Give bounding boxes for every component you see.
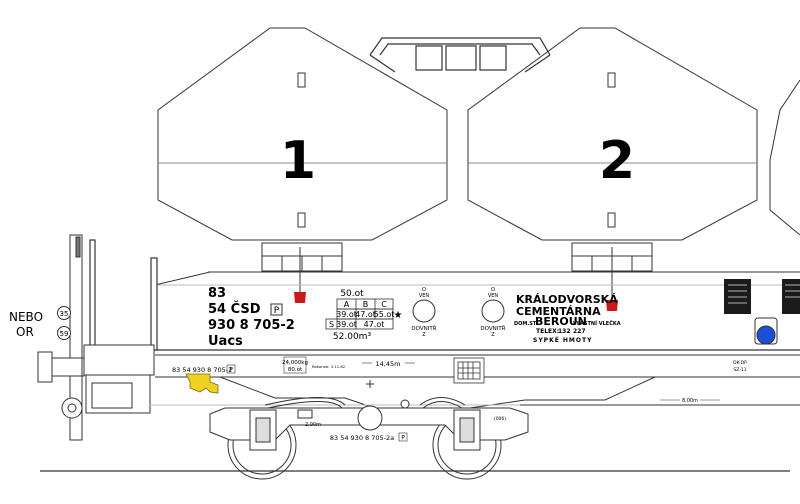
load-row2-b: 47.ot (364, 320, 385, 329)
load-capacity: 52.00m³ (333, 332, 372, 342)
frame-weight-bottom: 80.ot (288, 367, 303, 373)
owner-line1: KRÁLODVORSKÁ (516, 293, 618, 306)
hopper-1 (157, 27, 448, 294)
owner-domst: DOM.ST. (514, 321, 538, 327)
load-header-c: C (381, 300, 387, 309)
valve-indicator-2: O VEN DOVNITŘ Z (480, 287, 505, 338)
valve-1-label: VEN (419, 293, 430, 299)
p-mark-box (270, 303, 283, 316)
frame-right-bottom: SZ-11 (733, 367, 746, 373)
yellow-hook-icon (185, 373, 219, 394)
valve-1-bottom: DOVNITŘ (411, 324, 436, 332)
wagon-body (154, 271, 800, 378)
load-row2-label: S (329, 320, 334, 329)
buffer-beam (37, 234, 155, 441)
load-row1-c: 55.ot (374, 310, 395, 319)
circle-sign-top-icon (57, 306, 71, 320)
weight-box (283, 356, 307, 374)
frame-dim-right: 8,00m (682, 398, 698, 404)
bogie-dim-left: 2,00m (305, 422, 321, 428)
step-grid (453, 357, 485, 384)
bogie-p-mark: P (401, 435, 405, 442)
owner-telex1: 132 (558, 328, 571, 335)
bogie (209, 397, 529, 480)
end-stanchions (89, 239, 158, 351)
or-label: OR (16, 325, 34, 339)
discharge-valve-1-icon (294, 292, 306, 303)
owner-telex2: 227 (573, 328, 586, 335)
frame-number-left: 83 54 930 8 705-2 (172, 366, 232, 374)
placards (724, 279, 800, 314)
load-row1-a: 39.ot (336, 310, 357, 319)
walkway-frame (369, 37, 551, 73)
owner-line3: BEROUN (535, 315, 587, 328)
frame-p-mark: P (229, 367, 233, 374)
hopper-3-partial (769, 79, 800, 236)
valve-2-z: Z (491, 332, 495, 338)
inscription-line1: 83 (208, 286, 226, 301)
load-table: 50.ot A B C 39.ot 47.ot 55.ot S 39.ot 47… (325, 289, 403, 342)
valve-2-top: O (491, 287, 495, 293)
circle-sign-bottom-text: 59 (60, 330, 69, 338)
load-row2-a: 39.ot (336, 320, 357, 329)
inscription-line2: 54 ČSD (208, 301, 261, 317)
blue-lamp-icon (756, 325, 776, 345)
hopper-2 (467, 27, 758, 298)
load-star-icon: ★ (394, 310, 403, 321)
discharge-valve-2-icon (606, 300, 618, 311)
p-mark: P (274, 306, 280, 316)
owner-inscription: KRÁLODVORSKÁ CEMENTÁRNA DOM.ST. BEROUN V… (514, 293, 621, 344)
owner-own-wagon: VLASTNÍ VLEČKA (573, 319, 621, 327)
bogie-number: 83 54 930 8 705-2a (330, 434, 394, 442)
valve-indicator-1: O VEN DOVNITŘ Z (411, 287, 436, 338)
load-header-a: A (344, 300, 350, 309)
inscription-line3: 930 8 705-2 (208, 318, 295, 333)
frame-length: 14,45m (376, 360, 401, 368)
owner-cargo: SYPKÉ HMOTY (533, 336, 592, 344)
frame-right-top: DK-DP (733, 360, 747, 366)
hopper-1-number: 1 (280, 131, 316, 191)
load-header-b: B (363, 300, 369, 309)
load-row1-b: 47.ot (355, 310, 376, 319)
frame-weight-top: 24,000kg (282, 360, 308, 366)
hopper-2-number: 2 (599, 131, 635, 191)
bogie-small-code: (006) (494, 416, 506, 422)
owner-line2: CEMENTÁRNA (516, 305, 601, 318)
valve-1-z: Z (422, 332, 426, 338)
circle-sign-top-text: 35 (60, 310, 69, 318)
nebo-label: NEBO (9, 310, 43, 324)
circle-sign-bottom-icon (57, 326, 71, 340)
inscription-line4: Uacs (208, 334, 243, 349)
valve-2-label: VEN (488, 293, 499, 299)
load-top-label: 50.ot (340, 289, 364, 299)
valve-1-top: O (422, 287, 426, 293)
frame-revision: Rekonstr. 3.11.82 (312, 364, 346, 369)
owner-telex-label: TELEX: (536, 328, 559, 335)
valve-2-bottom: DOVNITŘ (480, 324, 505, 332)
wagon-inscription: 83 54 ČSD 930 8 705-2 Uacs (208, 286, 295, 349)
